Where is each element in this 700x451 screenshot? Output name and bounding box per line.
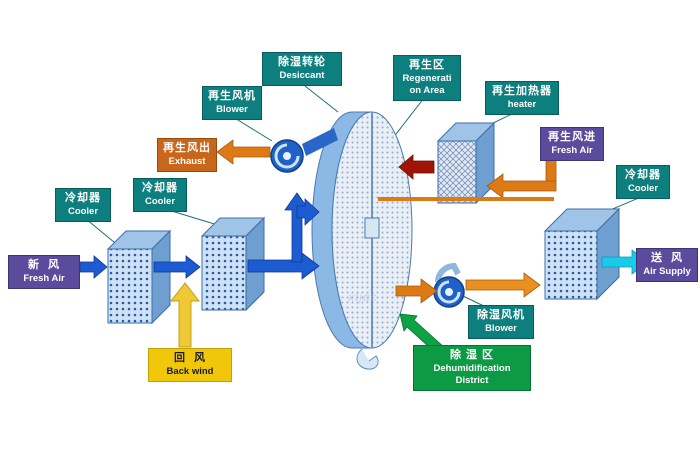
- back-wind-arrow: [169, 282, 201, 348]
- dehumid-blower-unit: [433, 262, 465, 308]
- label-back-wind-en: Back wind: [166, 365, 214, 377]
- blower-to-cooler-arrow: [465, 272, 541, 298]
- label-desiccant-wheel-zh: 除湿转轮: [278, 56, 326, 68]
- regen-in-arrow: [486, 173, 557, 199]
- label-regen-fresh-air: 再生风进 Fresh Air: [540, 127, 604, 161]
- label-regen-heater-en: heater: [507, 98, 537, 110]
- label-cooler-right-en: Cooler: [627, 182, 659, 194]
- label-regen-heater-zh: 再生加热器: [492, 85, 552, 97]
- label-cooler-mid: 冷却器 Cooler: [133, 178, 187, 212]
- label-cooler-mid-zh: 冷却器: [142, 182, 178, 194]
- wheel-bottom-swirl: [356, 348, 379, 370]
- cooler-unit-right: [543, 207, 621, 301]
- leader-regen-blower: [232, 116, 273, 142]
- label-regeneration-area-zh: 再生区: [409, 59, 445, 71]
- label-cooler-right: 冷却器 Cooler: [616, 165, 670, 199]
- regen-blower-duct: [302, 128, 338, 156]
- heater-unit: [436, 121, 496, 205]
- leader-desiccant: [304, 85, 339, 113]
- wheel-hub: [364, 217, 380, 239]
- leader-cooler-mid: [164, 208, 222, 227]
- label-back-wind: 回 风 Back wind: [148, 348, 232, 382]
- desiccant-wheel: [311, 111, 413, 370]
- cooler-mid-front-face: [201, 235, 247, 311]
- label-dehumid-district-zh: 除 湿 区: [449, 349, 495, 361]
- label-air-supply-zh: 送 风: [650, 252, 684, 264]
- label-fresh-air-in-zh: 新 风: [27, 259, 61, 271]
- regen-blower-unit: [270, 128, 338, 173]
- label-regen-heater: 再生加热器 heater: [485, 81, 559, 115]
- label-dehumid-blower-zh: 除湿风机: [477, 309, 525, 321]
- label-dehumid-district-en1: Dehumidification: [433, 362, 511, 374]
- flow-arrows: [79, 139, 649, 357]
- regen-duct-line: [378, 197, 554, 201]
- supply-branch-up-arrow: [284, 192, 310, 263]
- label-cooler-mid-en: Cooler: [144, 195, 176, 207]
- exhaust-arrow: [216, 139, 271, 165]
- label-back-wind-zh: 回 风: [173, 352, 207, 364]
- regen-blower-hub: [283, 152, 291, 160]
- label-exhaust-zh: 再生风出: [163, 142, 211, 154]
- regen-in-down-segment: [545, 156, 557, 184]
- dehumid-blower-duct: [435, 262, 461, 283]
- label-desiccant-wheel-en: Desiccant: [279, 69, 325, 81]
- label-cooler-left: 冷却器 Cooler: [55, 188, 111, 222]
- cooler-unit-left: [106, 229, 172, 325]
- label-fresh-air-in-en: Fresh Air: [23, 272, 65, 284]
- label-air-supply: 送 风 Air Supply: [636, 248, 698, 282]
- label-dehumid-blower: 除湿风机 Blower: [468, 305, 534, 339]
- label-regen-blower: 再生风机 Blower: [202, 86, 262, 120]
- label-exhaust: 再生风出 Exhaust: [157, 138, 217, 172]
- label-regeneration-area-en1: Regenerati: [402, 72, 452, 84]
- label-dehumid-blower-en: Blower: [485, 322, 517, 334]
- heater-to-wheel-arrow: [398, 154, 435, 180]
- label-desiccant-wheel: 除湿转轮 Desiccant: [262, 52, 342, 86]
- dehumid-blower-scroll: [437, 280, 461, 304]
- label-fresh-air-in: 新 风 Fresh Air: [8, 255, 80, 289]
- wheel-to-blower-arrow: [395, 278, 438, 304]
- supply-branch-right-arrow: [296, 198, 320, 226]
- heater-front-face: [437, 140, 477, 204]
- label-regen-fresh-air-en: Fresh Air: [551, 144, 593, 156]
- leader-regen-area: [392, 97, 425, 139]
- label-dehumid-district: 除 湿 区 Dehumidification District: [413, 345, 531, 391]
- cooler-to-cooler-arrow: [153, 255, 201, 279]
- label-regeneration-area-en2: on Area: [409, 84, 445, 96]
- label-dehumid-district-en2: District: [455, 374, 489, 386]
- label-cooler-left-zh: 冷却器: [65, 192, 101, 204]
- label-regeneration-area: 再生区 Regenerati on Area: [393, 55, 461, 101]
- label-cooler-right-zh: 冷却器: [625, 169, 661, 181]
- cooler-left-front-face: [107, 248, 153, 324]
- label-regen-fresh-air-zh: 再生风进: [548, 131, 596, 143]
- label-air-supply-en: Air Supply: [643, 265, 691, 277]
- regen-blower-scroll: [274, 143, 300, 169]
- watermark-text: xtjqc: [348, 290, 378, 304]
- fresh-air-in-arrow: [79, 255, 108, 279]
- cooler-right-front-face: [544, 230, 598, 300]
- label-exhaust-en: Exhaust: [168, 155, 206, 167]
- label-regen-blower-en: Blower: [216, 103, 248, 115]
- label-cooler-left-en: Cooler: [67, 205, 99, 217]
- label-regen-blower-zh: 再生风机: [208, 90, 256, 102]
- dehumid-blower-hub: [445, 288, 453, 296]
